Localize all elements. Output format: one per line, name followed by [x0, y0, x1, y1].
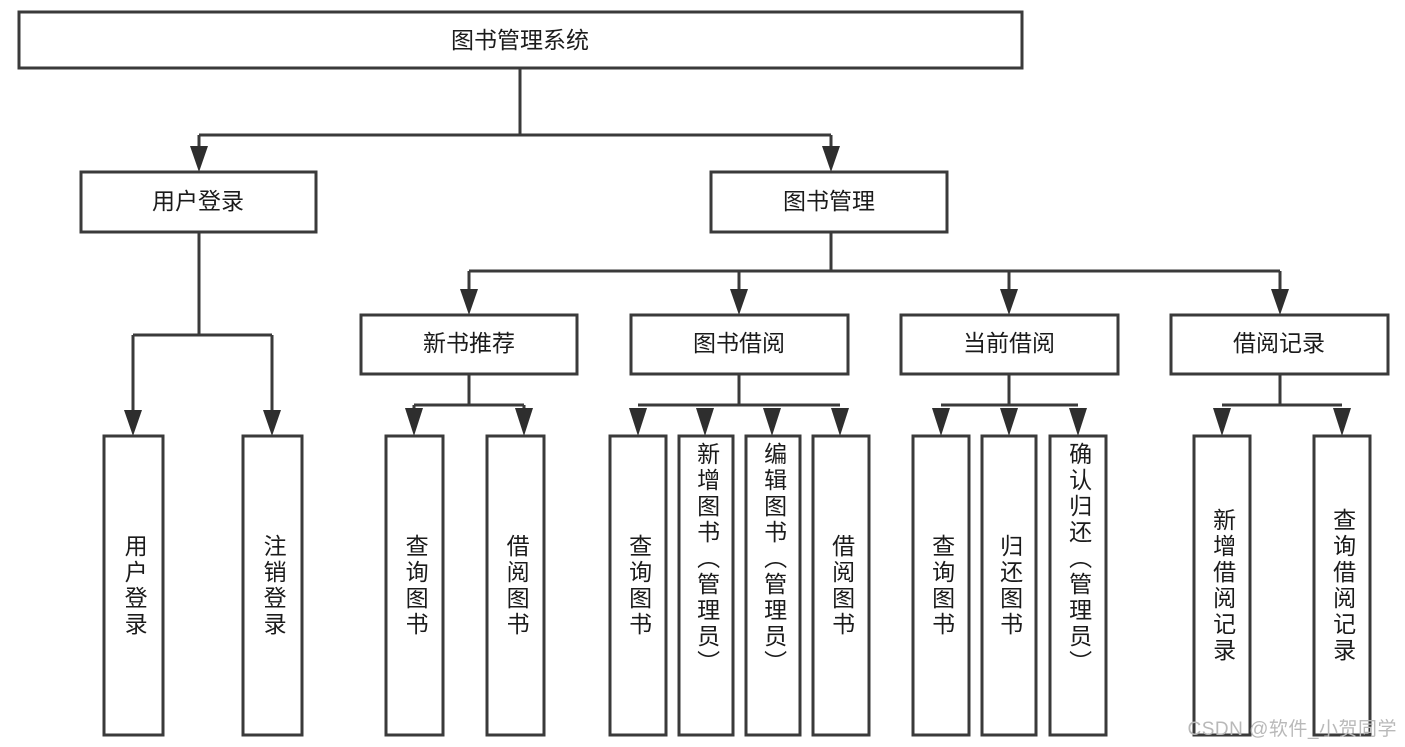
node-leaf-return-book-box[interactable] — [980, 434, 1038, 737]
watermark-csdn: CSDN @软件_小贺同学 — [1187, 719, 1397, 740]
node-root-label: 图书管理系统 — [451, 27, 589, 53]
node-borrow-record-box[interactable] — [1169, 313, 1390, 376]
arrow-head-current-borrow — [1000, 289, 1018, 315]
node-leaf-query-book-3-box[interactable] — [911, 434, 971, 737]
node-user-login-box[interactable] — [79, 170, 318, 234]
arrow-head-leaf-add-record — [1213, 408, 1231, 436]
node-book-manage-box[interactable] — [709, 170, 949, 234]
node-current-borrow[interactable]: 当前借阅 — [899, 313, 1120, 376]
node-new-book-recommend-label: 新书推荐 — [423, 330, 515, 356]
arrow-head-borrow-record — [1271, 289, 1289, 315]
arrow-head-leaf-edit-book — [763, 408, 781, 436]
arrow-head-leaf-add-book — [696, 408, 714, 436]
arrow-head-leaf-return-book — [1000, 408, 1018, 436]
node-leaf-query-record-box[interactable] — [1312, 434, 1372, 737]
node-leaf-user-login-box[interactable] — [102, 434, 165, 737]
arrow-head-leaf-confirm-return — [1069, 408, 1087, 436]
arrow-head-leaf-borrow-book-2 — [831, 408, 849, 436]
node-new-book-recommend-box[interactable] — [359, 313, 579, 376]
arrow-head-leaf-query-book-3 — [932, 408, 950, 436]
arrow-head-leaf-query-book-1 — [405, 408, 423, 436]
node-user-login[interactable]: 用户登录 — [79, 170, 318, 234]
arrow-head-book-manage — [822, 146, 840, 172]
node-root[interactable]: 图书管理系统 — [17, 10, 1024, 70]
arrow-head-leaf-user-login — [124, 410, 142, 436]
node-new-book-recommend[interactable]: 新书推荐 — [359, 313, 579, 376]
node-leaf-logout-box[interactable] — [241, 434, 304, 737]
arrow-head-leaf-borrow-book-1 — [515, 408, 533, 436]
arrow-head-user-login — [190, 146, 208, 172]
leaf-box-layer — [102, 434, 1372, 737]
node-leaf-borrow-book-2-box[interactable] — [811, 434, 871, 737]
node-root-box[interactable] — [17, 10, 1024, 70]
node-leaf-edit-book-box[interactable] — [744, 434, 802, 737]
node-current-borrow-box[interactable] — [899, 313, 1120, 376]
node-borrow-record-label: 借阅记录 — [1233, 330, 1325, 356]
arrow-head-leaf-query-book-2 — [629, 408, 647, 436]
arrow-head-leaf-query-record — [1333, 408, 1351, 436]
node-leaf-add-book-box[interactable] — [677, 434, 735, 737]
node-leaf-borrow-book-1-box[interactable] — [485, 434, 546, 737]
node-book-borrow-label: 图书借阅 — [693, 330, 785, 356]
arrow-head-new-book-recommend — [460, 289, 478, 315]
node-leaf-confirm-return-box[interactable] — [1048, 434, 1108, 737]
node-leaf-query-book-1-box[interactable] — [384, 434, 445, 737]
node-book-manage-label: 图书管理 — [783, 188, 875, 214]
arrow-head-leaf-logout — [263, 410, 281, 436]
node-leaf-query-book-2-box[interactable] — [608, 434, 668, 737]
arrow-head-book-borrow — [730, 289, 748, 315]
connector-layer — [124, 68, 1351, 436]
node-current-borrow-label: 当前借阅 — [963, 330, 1055, 356]
node-book-borrow-box[interactable] — [629, 313, 850, 376]
node-borrow-record[interactable]: 借阅记录 — [1169, 313, 1390, 376]
node-user-login-label: 用户登录 — [152, 188, 244, 214]
node-leaf-add-record-box[interactable] — [1192, 434, 1252, 737]
node-book-borrow[interactable]: 图书借阅 — [629, 313, 850, 376]
node-book-manage[interactable]: 图书管理 — [709, 170, 949, 234]
